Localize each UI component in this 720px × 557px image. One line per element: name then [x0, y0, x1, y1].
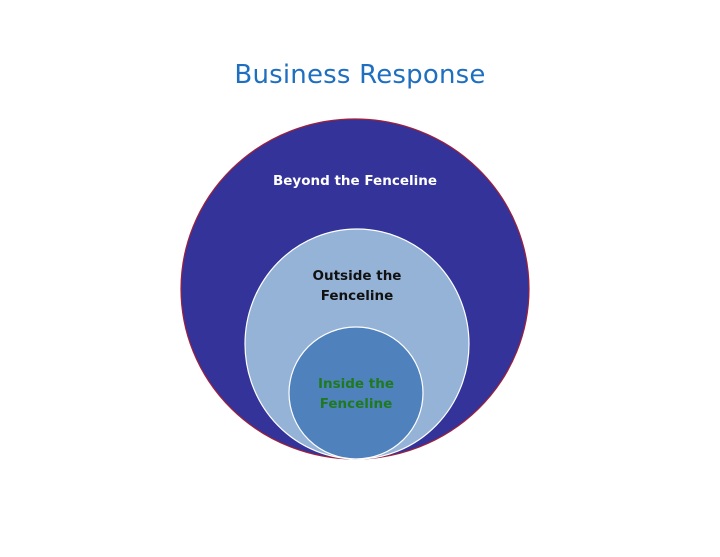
slide-title: Business Response	[234, 60, 486, 90]
outer-circle-label: Beyond the Fenceline	[273, 173, 437, 189]
middle-circle-label-line1: Outside the	[313, 268, 402, 284]
inner-circle-inside-fenceline	[288, 326, 424, 460]
inner-circle-label-line1: Inside the	[318, 376, 394, 392]
inner-circle-label-line2: Fenceline	[320, 396, 393, 412]
middle-circle-label-line2: Fenceline	[321, 288, 394, 304]
